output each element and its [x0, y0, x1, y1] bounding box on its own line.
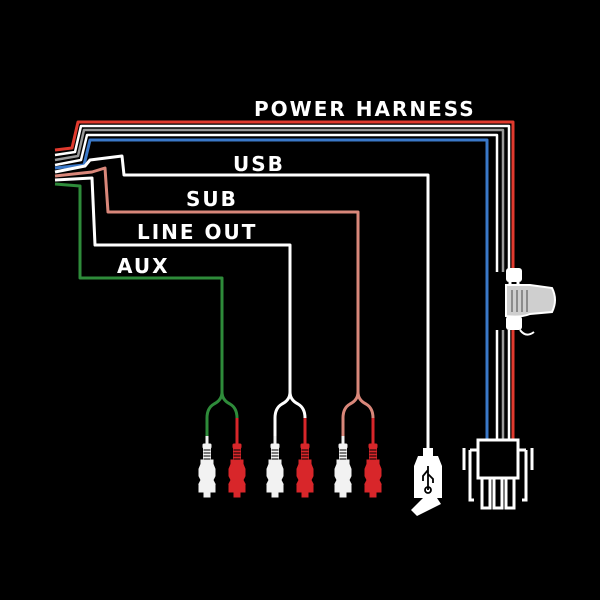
line-out-rca-fork [273, 391, 307, 438]
power-white-wire-2 [54, 133, 499, 272]
sub-rca-white-plug-icon [333, 434, 353, 499]
power-red-wire [54, 120, 515, 272]
inline-fuse-icon [505, 268, 556, 336]
aux-wire [54, 182, 224, 392]
line-out-label: LINE OUT [137, 220, 258, 244]
aux-rca-white-plug-icon [197, 434, 217, 499]
aux-label: AUX [117, 254, 170, 278]
power-grey-wire [54, 128, 505, 272]
usb-label: USB [233, 152, 285, 176]
power-blue-wire [54, 138, 489, 440]
line-out-rca-plugs [265, 434, 315, 499]
sub-label: SUB [186, 187, 238, 211]
power-harness-wires [54, 120, 515, 440]
aux-rca-fork [205, 391, 239, 438]
power-white-wire [54, 124, 511, 272]
usb-wire [54, 154, 430, 450]
line-out-rca-white-plug-icon [265, 434, 285, 499]
line-out-rca-red-plug-icon [295, 434, 315, 499]
aux-rca-plugs [197, 434, 247, 499]
power-harness-label: POWER HARNESS [254, 97, 476, 121]
line-out-wire [54, 176, 292, 392]
sub-rca-fork [341, 391, 375, 438]
aux-rca-red-plug-icon [227, 434, 247, 499]
power-harness-connector-icon [462, 438, 534, 510]
sub-rca-plugs [333, 434, 383, 499]
sub-wire [54, 166, 360, 392]
usb-plug-icon [411, 448, 442, 516]
sub-rca-red-plug-icon [363, 434, 383, 499]
